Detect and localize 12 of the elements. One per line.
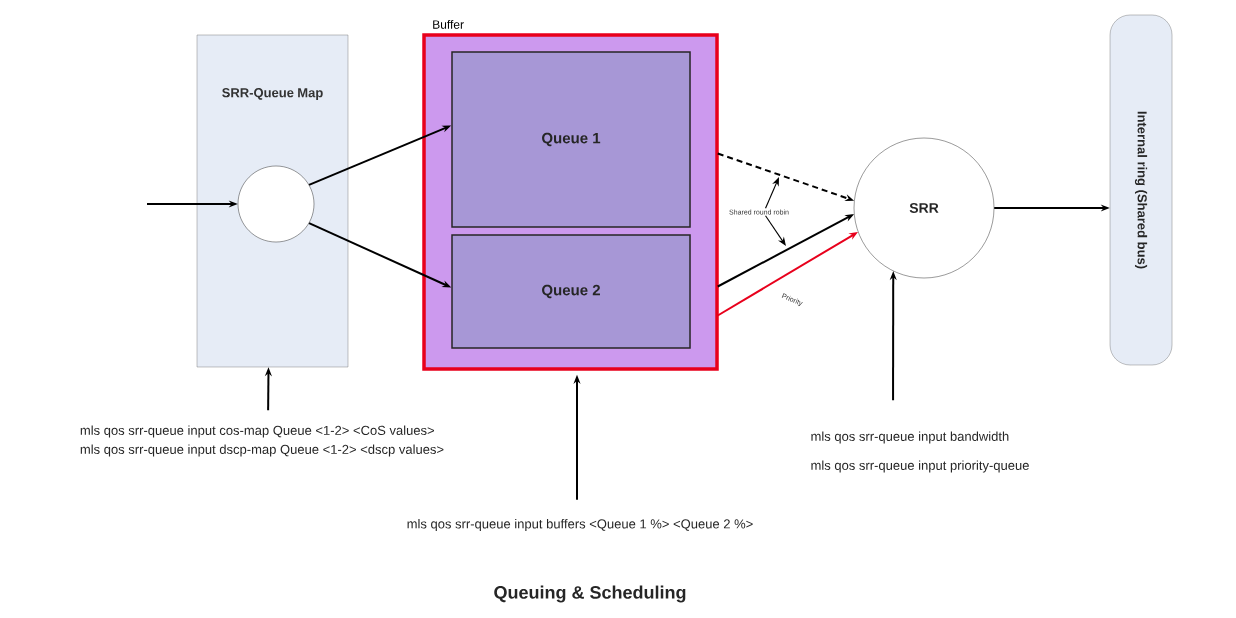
map-box: SRR-Queue Map: [196, 34, 349, 368]
command-text: mls qos srr-queue input buffers <Queue 1 %> <Queue 2 %>: [407, 518, 753, 532]
leader-line: [765, 215, 786, 246]
command-text: mls qos srr-queue input bandwidth mls qos srr-queue input priority-queue: [811, 431, 1029, 473]
bus-bar: Internal ring (Shared bus): [1109, 14, 1173, 366]
queue-box: Queue 1: [451, 51, 691, 228]
command-text: mls qos srr-queue input cos-map Queue <1-2> <CoS values> mls qos srr-queue input dscp-map Queue <1-2> <dscp values>: [80, 425, 444, 457]
caption: Queuing & Scheduling: [494, 585, 686, 603]
circle: [237, 165, 315, 243]
leader-line: [765, 177, 779, 209]
queue-box: Queue 2: [451, 234, 691, 349]
node-label: Buffer: [433, 19, 464, 29]
